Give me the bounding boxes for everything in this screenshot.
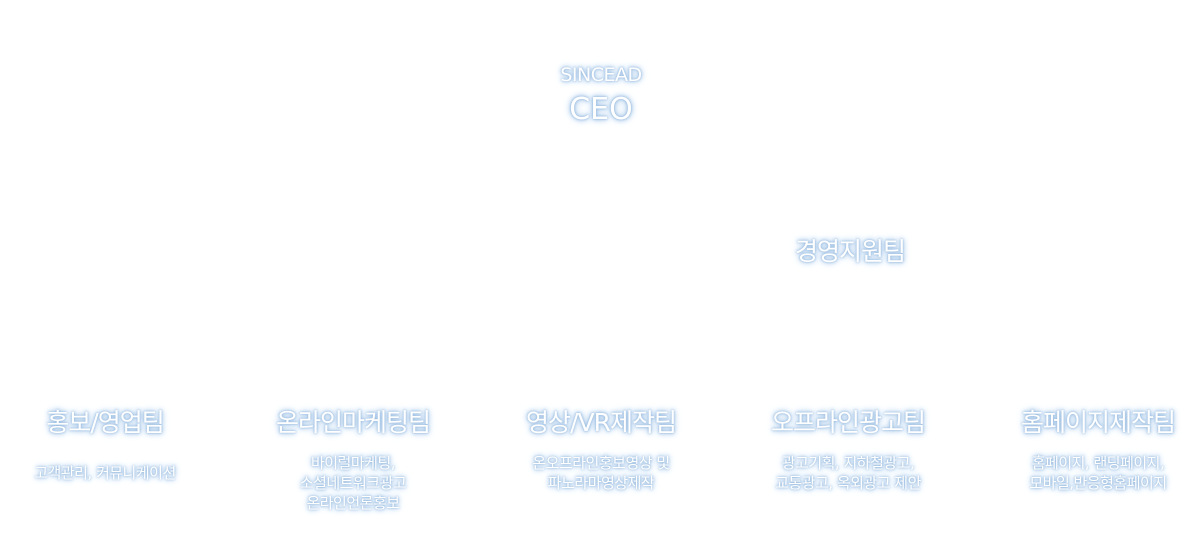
ceo-box: CEO [569,92,633,127]
team-description-line: 홈페이지, 랜딩페이지, [1031,454,1165,472]
team-name: 홍보/영업팀 [46,408,164,437]
team-description: 고객관리, 커뮤니케이션 [0,463,225,483]
team-description-line: 교통광고, 옥외광고 제안 [775,474,921,492]
team-description-line: 온라인언론홍보 [306,494,400,512]
team-description: 온오프라인홍보영상 및 파노라마영상제작 [481,453,721,493]
team-description: 바이럴마케팅, 소셜네트워크광고 온라인언론홍보 [233,453,473,513]
team-description-line: 광고기획, 지하철광고, [781,454,915,472]
team-description-line: 온오프라인홍보영상 및 [532,454,670,472]
team-description-line: 파노라마영상제작 [547,474,655,492]
team-description-line: 고객관리, 커뮤니케이션 [34,464,176,482]
company-name: SINCEAD [560,64,642,86]
team-name: 오프라인광고팀 [770,408,926,437]
team-description-line: 바이럴마케팅, [310,454,396,472]
team-description: 광고기획, 지하철광고, 교통광고, 옥외광고 제안 [728,453,968,493]
team-description-line: 모바일,반응형홈페이지 [1029,474,1167,492]
team-description: 홈페이지, 랜딩페이지, 모바일,반응형홈페이지 [978,453,1202,493]
team-name: 온라인마케팅팀 [275,408,431,437]
team-pr-sales: 홍보/영업팀 고객관리, 커뮤니케이션 [0,405,225,483]
team-video-vr: 영상/VR제작팀 온오프라인홍보영상 및 파노라마영상제작 [481,405,721,493]
team-homepage: 홈페이지제작팀 홈페이지, 랜딩페이지, 모바일,반응형홈페이지 [978,405,1202,493]
support-team: 경영지원팀 [794,237,906,266]
team-offline-ads: 오프라인광고팀 광고기획, 지하철광고, 교통광고, 옥외광고 제안 [728,405,968,493]
team-description-line: 소셜네트워크광고 [299,474,407,492]
team-name: 홈페이지제작팀 [1020,408,1176,437]
team-online-marketing: 온라인마케팅팀 바이럴마케팅, 소셜네트워크광고 온라인언론홍보 [233,405,473,513]
team-name: 영상/VR제작팀 [526,408,677,437]
